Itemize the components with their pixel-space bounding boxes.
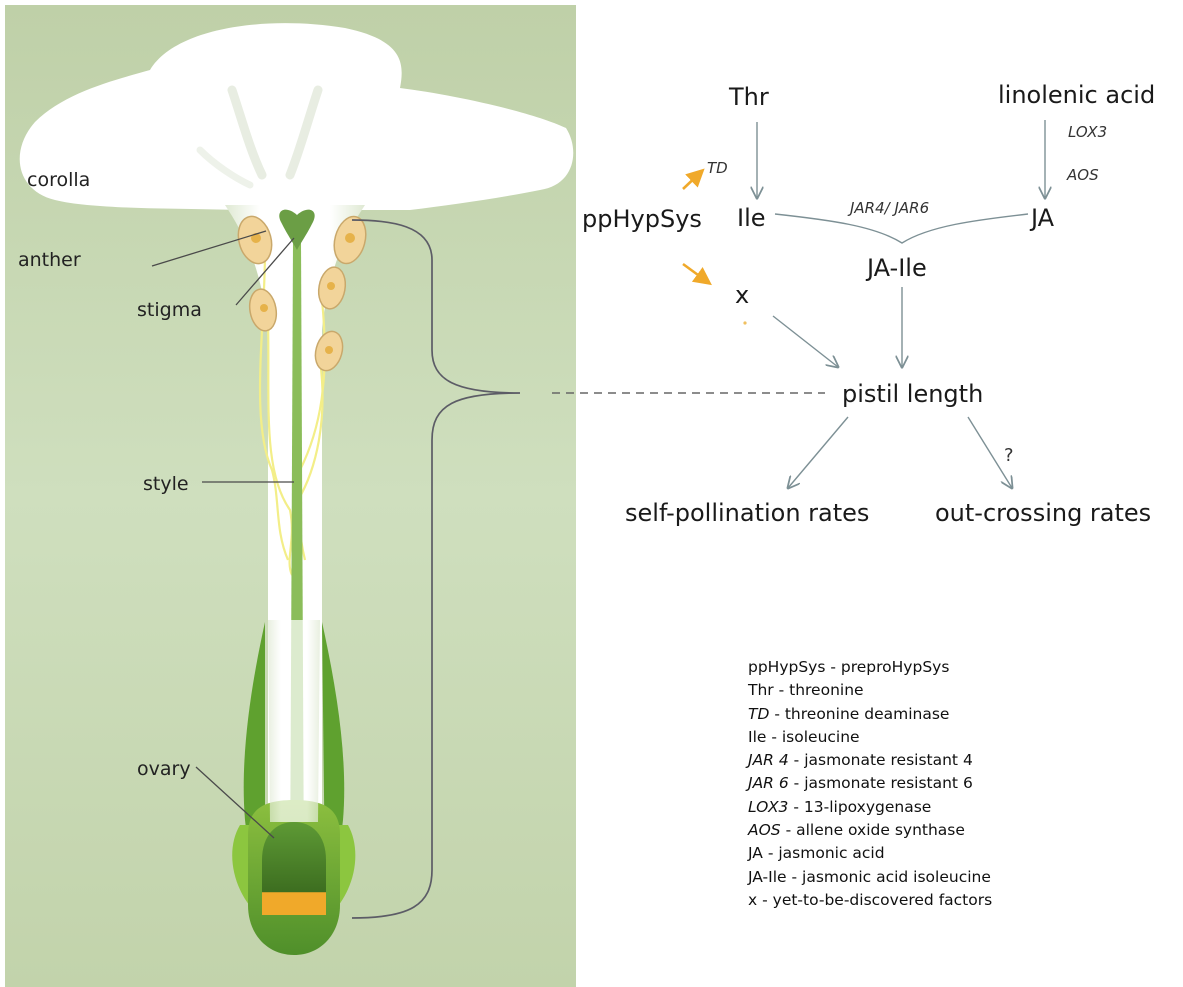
legend-desc: jasmonic acid isoleucine (802, 868, 991, 886)
label-anther: anther (18, 249, 81, 271)
legend-sep: - (788, 798, 803, 816)
legend-desc: jasmonate resistant 6 (804, 774, 973, 792)
legend-sep: - (787, 868, 802, 886)
legend-row: Thr - threonine (748, 679, 1078, 702)
legend-desc: threonine (789, 681, 863, 699)
enzyme-jar: JAR4/ JAR6 (847, 199, 929, 217)
legend-sep: - (774, 681, 789, 699)
legend-abbr: TD (748, 705, 769, 723)
legend-abbr: AOS (748, 821, 781, 839)
label-style: style (143, 473, 189, 495)
legend-abbr: JA-Ile (748, 868, 787, 886)
node-linolenic-acid: linolenic acid (998, 81, 1155, 109)
legend-row: Ile - isoleucine (748, 726, 1078, 749)
legend-desc: allene oxide synthase (796, 821, 965, 839)
legend-sep: - (757, 891, 772, 909)
arrow-pphypsys-to-x (683, 264, 709, 283)
legend-row: JAR 6 - jasmonate resistant 6 (748, 772, 1078, 795)
junction-ile-ja (775, 214, 1028, 243)
legend-abbr: Thr (748, 681, 774, 699)
legend-desc: jasmonate resistant 4 (804, 751, 973, 769)
enzyme-td: TD (707, 159, 728, 177)
node-self-pollination-rates: self-pollination rates (625, 499, 869, 527)
legend-sep: - (763, 844, 778, 862)
legend-sep: - (766, 728, 781, 746)
arrow-pistil-to-self (788, 417, 848, 488)
legend-abbr: x (748, 891, 757, 909)
legend-desc: preproHypSys (841, 658, 950, 676)
legend-abbr: Ile (748, 728, 766, 746)
node-pphypsys: ppHypSys (582, 205, 702, 233)
question-mark: ? (1004, 445, 1014, 466)
legend-abbr: JAR 6 (748, 774, 789, 792)
legend-sep: - (781, 821, 796, 839)
legend-row: JA-Ile - jasmonic acid isoleucine (748, 866, 1078, 889)
legend-sep: - (789, 751, 804, 769)
enzyme-lox3: LOX3 (1068, 123, 1107, 141)
legend-desc: jasmonic acid (778, 844, 884, 862)
node-pistil-length: pistil length (842, 380, 983, 408)
legend-desc: threonine deaminase (785, 705, 950, 723)
pathway-arrows (757, 120, 1045, 488)
legend-abbr: ppHypSys (748, 658, 825, 676)
arrow-x-to-pistil (773, 316, 838, 367)
label-stigma: stigma (137, 299, 202, 321)
node-ja-ile: JA-Ile (865, 254, 927, 282)
legend-row: JA - jasmonic acid (748, 842, 1078, 865)
legend-sep: - (825, 658, 840, 676)
label-ovary: ovary (137, 758, 191, 780)
legend-row: x - yet-to-be-discovered factors (748, 889, 1078, 912)
legend-sep: - (769, 705, 784, 723)
legend-desc: isoleucine (782, 728, 860, 746)
orange-dot (743, 321, 746, 324)
legend-abbr: LOX3 (748, 798, 788, 816)
node-out-crossing-rates: out-crossing rates (935, 499, 1151, 527)
legend-sep: - (789, 774, 804, 792)
legend-abbr: JA (748, 844, 763, 862)
legend-desc: yet-to-be-discovered factors (773, 891, 993, 909)
legend-abbr: JAR 4 (748, 751, 789, 769)
node-x: x (735, 281, 749, 309)
node-ile: Ile (737, 204, 766, 232)
node-ja: JA (1029, 204, 1055, 232)
legend-row: AOS - allene oxide synthase (748, 819, 1078, 842)
legend-row: JAR 4 - jasmonate resistant 4 (748, 749, 1078, 772)
legend-row: TD - threonine deaminase (748, 703, 1078, 726)
node-thr: Thr (728, 83, 769, 111)
arrow-pphypsys-to-td (683, 171, 702, 189)
abbreviation-legend: ppHypSys - preproHypSys Thr - threonine … (748, 656, 1078, 912)
legend-desc: 13-lipoxygenase (804, 798, 931, 816)
legend-row: LOX3 - 13-lipoxygenase (748, 796, 1078, 819)
legend-row: ppHypSys - preproHypSys (748, 656, 1078, 679)
label-corolla: corolla (27, 169, 90, 191)
enzyme-aos: AOS (1066, 166, 1099, 184)
